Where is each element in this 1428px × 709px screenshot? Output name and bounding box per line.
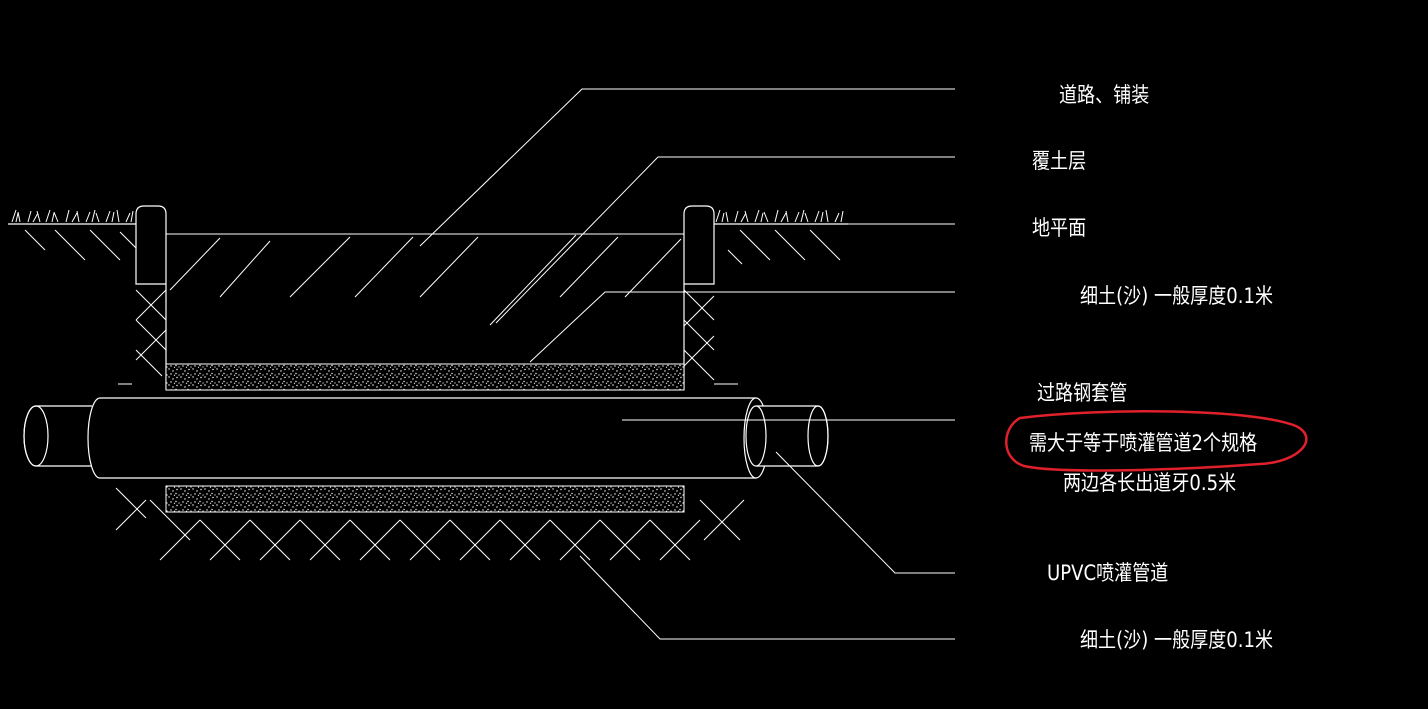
label-ground-level: 地平面 [1032,216,1087,240]
leader-lines [419,88,955,640]
curb-left [135,205,167,285]
label-road-paving: 道路、铺装 [1059,83,1150,107]
label-extension-note: 两边各长出道牙0.5米 [1063,471,1237,495]
upvc-pipe-left [23,405,92,467]
label-upvc-pipe: UPVC喷灌管道 [1047,561,1169,585]
steel-casing-pipe [87,397,769,479]
highlight-ellipse [1005,410,1308,472]
native-soil-hatch [24,229,841,561]
upvc-pipe-right [745,405,829,467]
fine-soil-top-band [165,363,685,391]
road-paving-layer [166,233,684,326]
curb-right [683,205,715,285]
label-fine-soil-bottom: 细土(沙) 一般厚度0.1米 [1080,628,1274,652]
label-fine-soil-top: 细土(沙) 一般厚度0.1米 [1080,284,1274,308]
label-steel-casing: 过路钢套管 [1037,381,1128,405]
grass-left [11,209,134,223]
label-casing-note: 需大于等于喷灌管道2个规格 [1029,431,1258,455]
grass-right [715,209,844,223]
label-cover-soil: 覆土层 [1032,149,1087,173]
fine-soil-bottom-band [165,485,685,513]
